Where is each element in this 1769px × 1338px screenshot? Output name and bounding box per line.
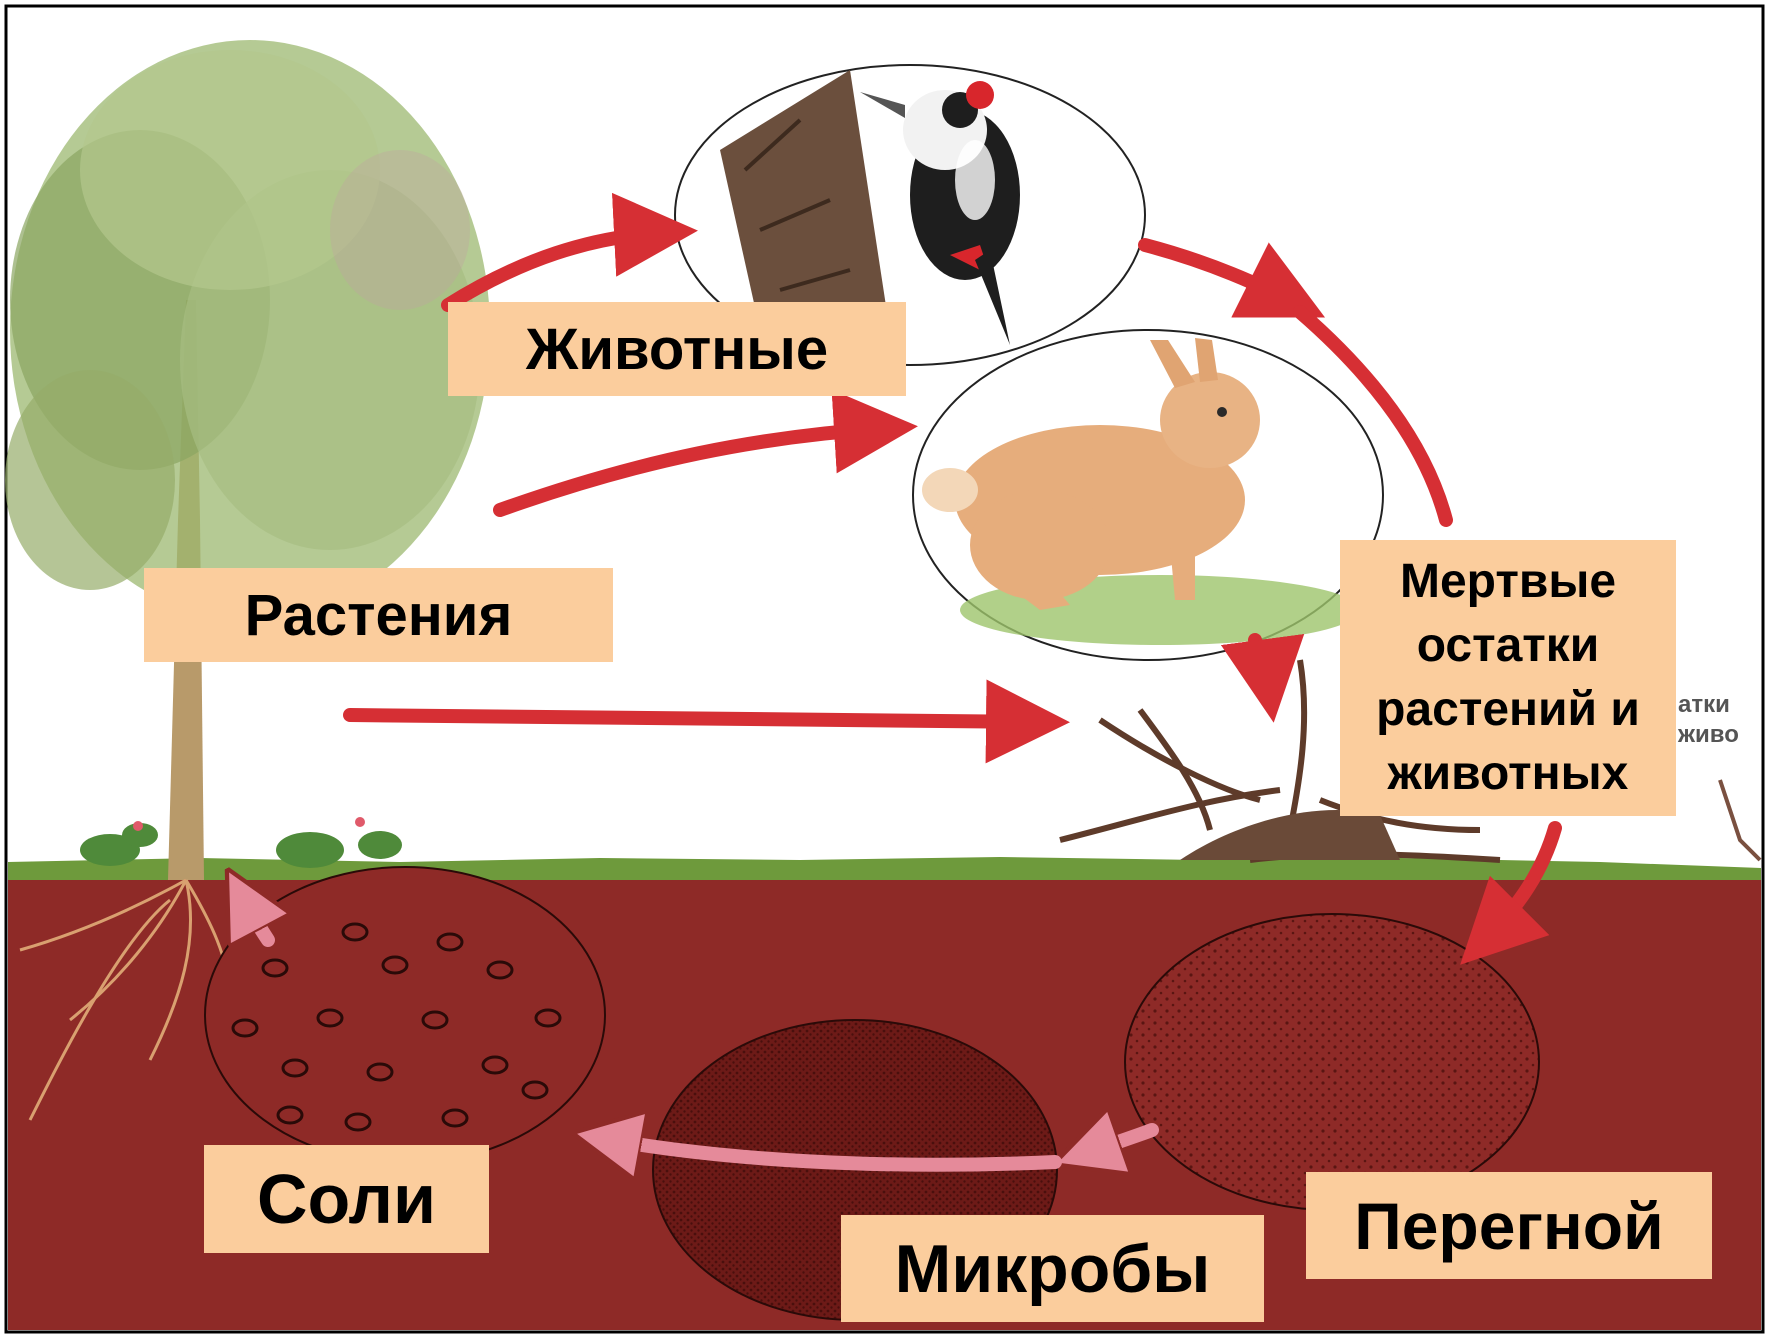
microbes-label: Микробы <box>841 1215 1264 1322</box>
salts-label: Соли <box>204 1145 489 1253</box>
cropped-text-line-2: живо <box>1678 720 1739 750</box>
arrow-plants-to-remains <box>350 715 1042 722</box>
dead-remains-line-1: Мертвые <box>1400 550 1616 614</box>
salts-circle <box>205 867 605 1163</box>
humus-circle <box>1125 914 1539 1210</box>
cropped-text-line-1: атки <box>1678 690 1739 720</box>
plants-label: Растения <box>144 568 613 662</box>
dead-remains-line-4: животных <box>1388 742 1629 806</box>
hare-circle <box>913 330 1383 660</box>
dead-remains-line-2: остатки <box>1417 614 1600 678</box>
dead-remains-line-3: растений и <box>1376 678 1640 742</box>
background-cropped-text: атки живо <box>1678 690 1739 750</box>
dead-remains-label: Мертвые остатки растений и животных <box>1340 540 1676 816</box>
animals-label: Животные <box>448 302 906 396</box>
humus-label: Перегной <box>1306 1172 1712 1279</box>
